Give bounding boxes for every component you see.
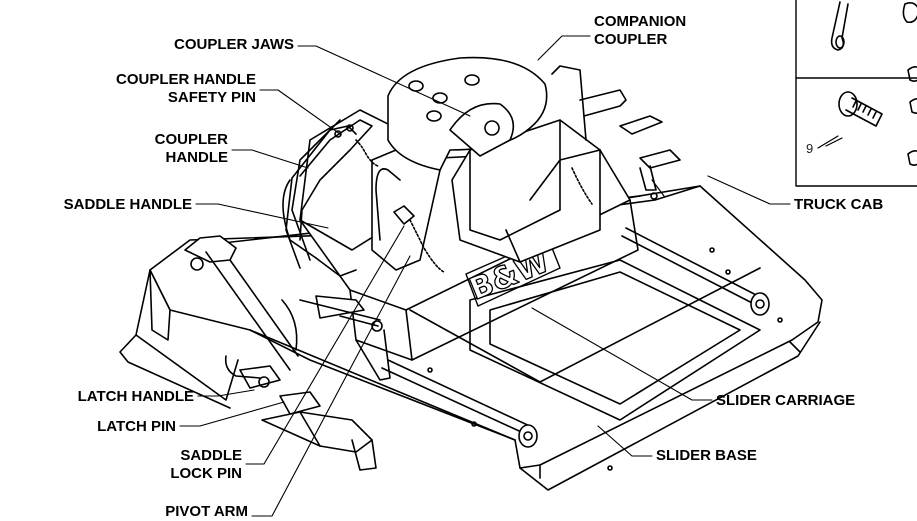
label-companion-coupler: COMPANION COUPLER bbox=[594, 13, 734, 49]
label-saddle-lock-pin: SADDLE LOCK PIN bbox=[96, 447, 242, 483]
inset-part-number: 9 bbox=[806, 141, 814, 156]
parts-inset bbox=[795, 0, 917, 187]
handles bbox=[282, 119, 593, 332]
rails bbox=[381, 227, 783, 471]
label-latch-handle: LATCH HANDLE bbox=[77, 388, 194, 405]
label-coupler-handle: COUPLER HANDLE bbox=[96, 131, 228, 167]
leader-lines bbox=[179, 35, 843, 517]
latch-assembly bbox=[184, 235, 377, 471]
label-slider-carriage: SLIDER CARRIAGE bbox=[716, 392, 856, 409]
label-coupler-handle-line2: HANDLE bbox=[165, 149, 229, 166]
label-truck-cab: TRUCK CAB bbox=[794, 196, 884, 213]
label-saddle-handle: SADDLE HANDLE bbox=[63, 196, 192, 213]
top-plate bbox=[387, 56, 548, 171]
label-coupler-handle-safety-pin: COUPLER HANDLE SAFETY PIN bbox=[46, 71, 256, 107]
label-saddle-lock-pin-line2: LOCK PIN bbox=[170, 465, 242, 482]
label-saddle-lock-pin-line1: SADDLE bbox=[180, 447, 242, 464]
label-safety-pin-line1: COUPLER HANDLE bbox=[115, 71, 256, 88]
label-safety-pin-line2: SAFETY PIN bbox=[167, 89, 256, 106]
label-coupler-handle-line1: COUPLER bbox=[154, 131, 228, 148]
label-companion-coupler-line1: COMPANION bbox=[594, 13, 687, 30]
bolt-icon bbox=[838, 91, 883, 127]
label-companion-coupler-line2: COUPLER bbox=[594, 31, 668, 48]
label-slider-base: SLIDER BASE bbox=[656, 447, 757, 464]
label-coupler-jaws: COUPLER JAWS bbox=[173, 36, 294, 53]
label-pivot-arm: PIVOT ARM bbox=[165, 503, 248, 520]
label-latch-pin: LATCH PIN bbox=[97, 418, 176, 435]
